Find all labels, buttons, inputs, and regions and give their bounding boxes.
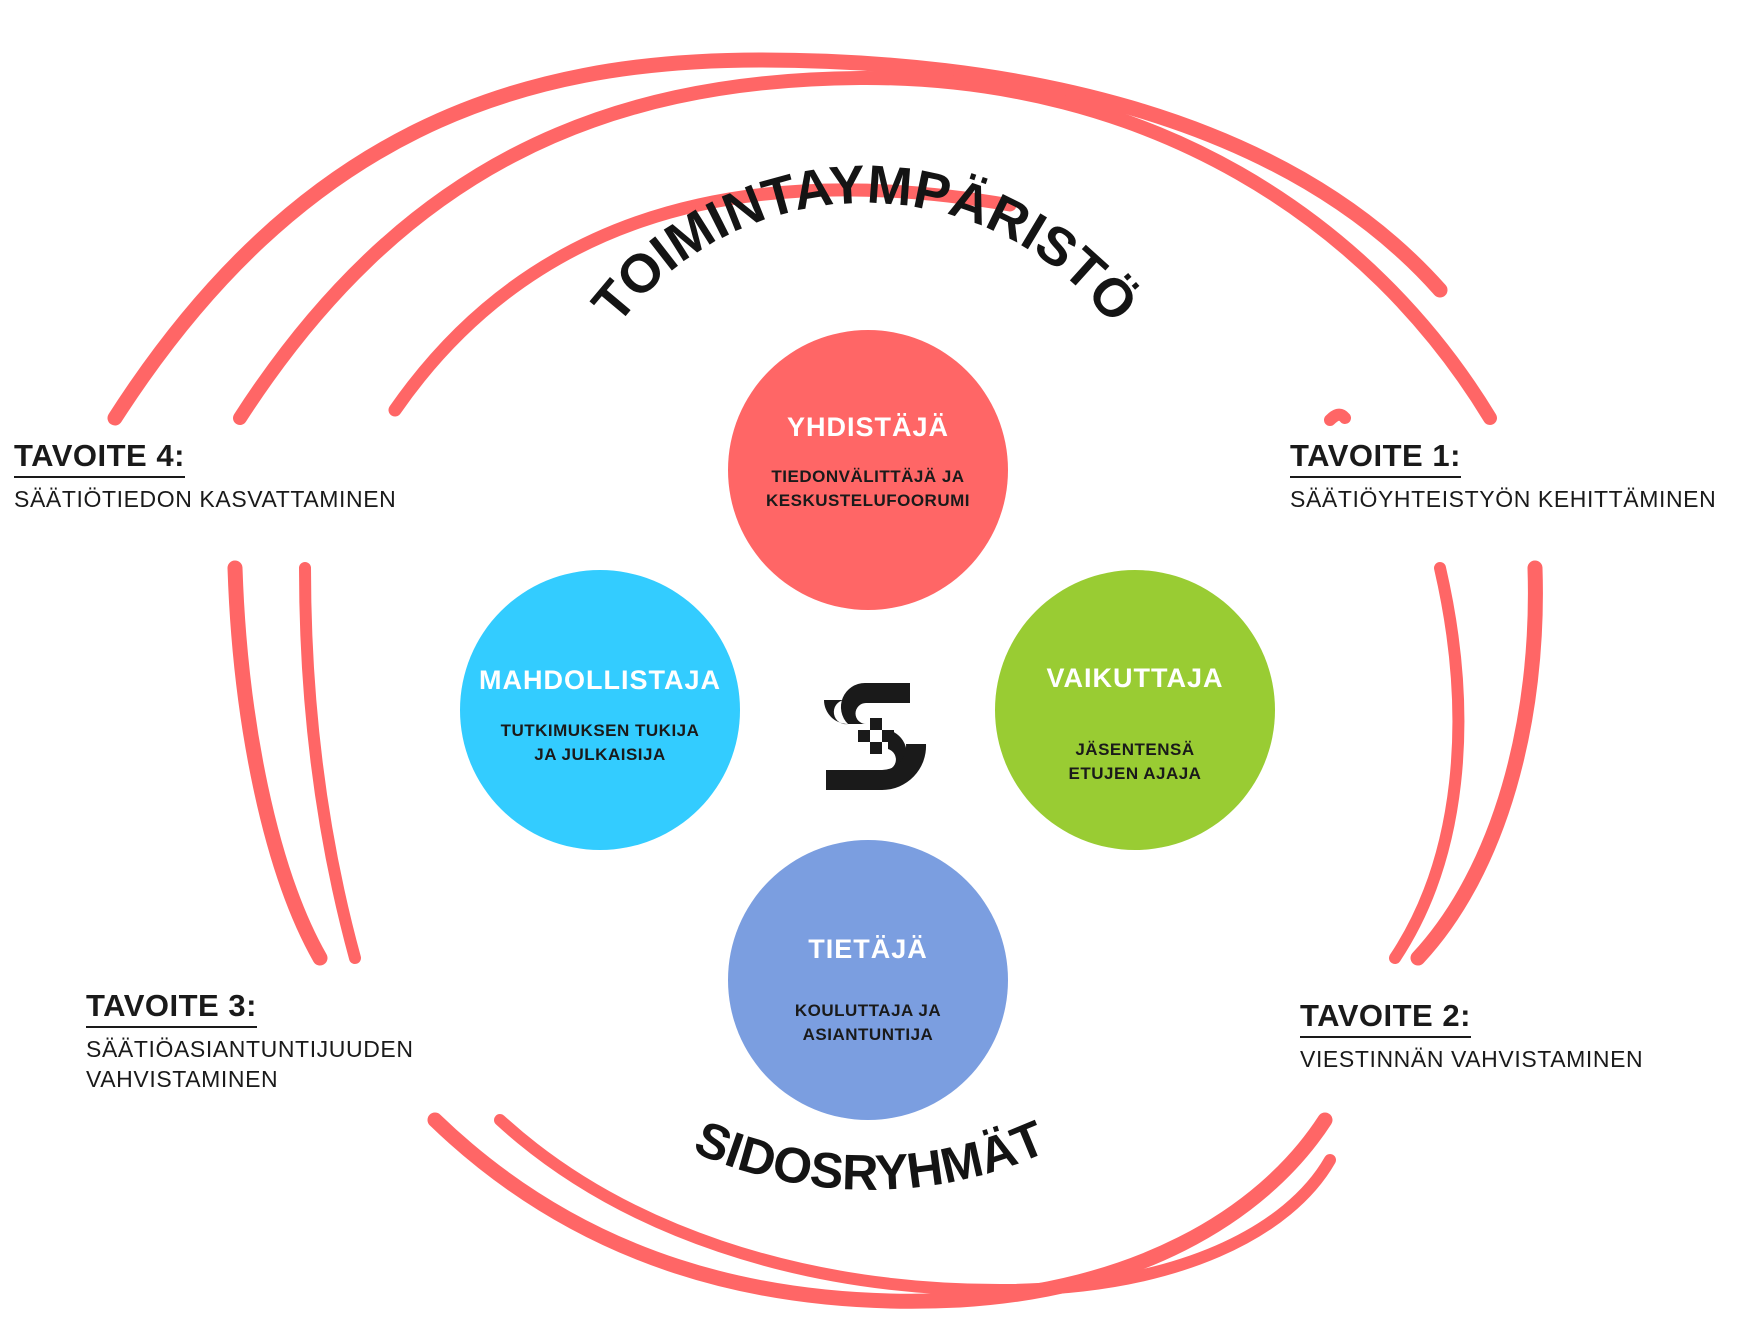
ring-arc-left-lower-inner — [299, 562, 361, 964]
goal-title: TAVOITE 2: — [1300, 998, 1471, 1038]
role-desc-line2: JA JULKAISIJA — [534, 745, 666, 764]
ring-arc-right-upper — [1324, 408, 1351, 426]
role-desc-line2: ETUJEN AJAJA — [1069, 764, 1202, 783]
ring-arc-left-lower-outer — [227, 560, 328, 966]
role-desc-line2: ASIANTUNTIJA — [803, 1025, 934, 1044]
ring-arc-outer-left — [107, 52, 1448, 426]
outer-rings — [107, 52, 1543, 1309]
ring-arc-bottom-outer — [427, 1112, 1333, 1309]
goal-2: TAVOITE 2: VIESTINNÄN VAHVISTAMINEN — [1300, 998, 1643, 1074]
goal-title: TAVOITE 4: — [14, 438, 185, 478]
ring-arc-right-lower-inner — [1389, 562, 1465, 964]
role-circle-vaikuttaja: VAIKUTTAJA JÄSENTENSÄ ETUJEN AJAJA — [995, 570, 1275, 850]
goal-1: TAVOITE 1: SÄÄTIÖYHTEISTYÖN KEHITTÄMINEN — [1290, 438, 1716, 514]
role-name: MAHDOLLISTAJA — [479, 665, 721, 695]
arc-label-toimintaymparisto: TOIMINTAYMPÄRISTÖ — [581, 154, 1149, 333]
role-desc-line1: TUTKIMUKSEN TUKIJA — [501, 721, 700, 740]
role-circle-bg — [728, 330, 1008, 610]
role-desc-line1: KOULUTTAJA JA — [795, 1001, 941, 1020]
arc-label-sidosryhmat: SIDOSRYHMÄT — [687, 1110, 1052, 1201]
ring-arc-bottom-inner — [494, 1114, 1336, 1297]
goal-desc: VIESTINNÄN VAHVISTAMINEN — [1300, 1046, 1644, 1072]
role-circle-yhdistaja: YHDISTÄJÄ TIEDONVÄLITTÄJÄ JA KESKUSTELUF… — [728, 330, 1008, 610]
role-desc-line1: TIEDONVÄLITTÄJÄ JA — [771, 467, 964, 486]
role-name: VAIKUTTAJA — [1047, 663, 1224, 693]
ring-arc-outer-top — [233, 70, 1497, 425]
role-name: YHDISTÄJÄ — [787, 412, 949, 442]
goal-4: TAVOITE 4: SÄÄTIÖTIEDON KASVATTAMINEN — [14, 438, 396, 514]
role-circle-bg — [728, 840, 1008, 1120]
goal-title: TAVOITE 1: — [1290, 438, 1461, 478]
role-name: TIETÄJÄ — [808, 934, 928, 964]
role-circle-mahdollistaja: MAHDOLLISTAJA TUTKIMUKSEN TUKIJA JA JULK… — [460, 570, 740, 850]
saatiot-s-logo-icon — [824, 682, 927, 791]
goal-desc: SÄÄTIÖYHTEISTYÖN KEHITTÄMINEN — [1290, 486, 1717, 512]
role-desc-line1: JÄSENTENSÄ — [1075, 740, 1194, 759]
goal-desc: SÄÄTIÖTIEDON KASVATTAMINEN — [14, 486, 397, 512]
ring-arc-right-lower-outer — [1410, 560, 1543, 966]
ring-arc-inner-top — [388, 183, 1017, 417]
role-circle-tietaja: TIETÄJÄ KOULUTTAJA JA ASIANTUNTIJA — [728, 840, 1008, 1120]
role-circle-bg — [460, 570, 740, 850]
goal-3: TAVOITE 3: SÄÄTIÖASIANTUNTIJUUDEN VAHVIS… — [86, 988, 506, 1094]
goal-desc: SÄÄTIÖASIANTUNTIJUUDEN VAHVISTAMINEN — [86, 1036, 414, 1092]
role-desc-line2: KESKUSTELUFOORUMI — [766, 491, 970, 510]
goal-title: TAVOITE 3: — [86, 988, 257, 1028]
role-circle-bg — [995, 570, 1275, 850]
